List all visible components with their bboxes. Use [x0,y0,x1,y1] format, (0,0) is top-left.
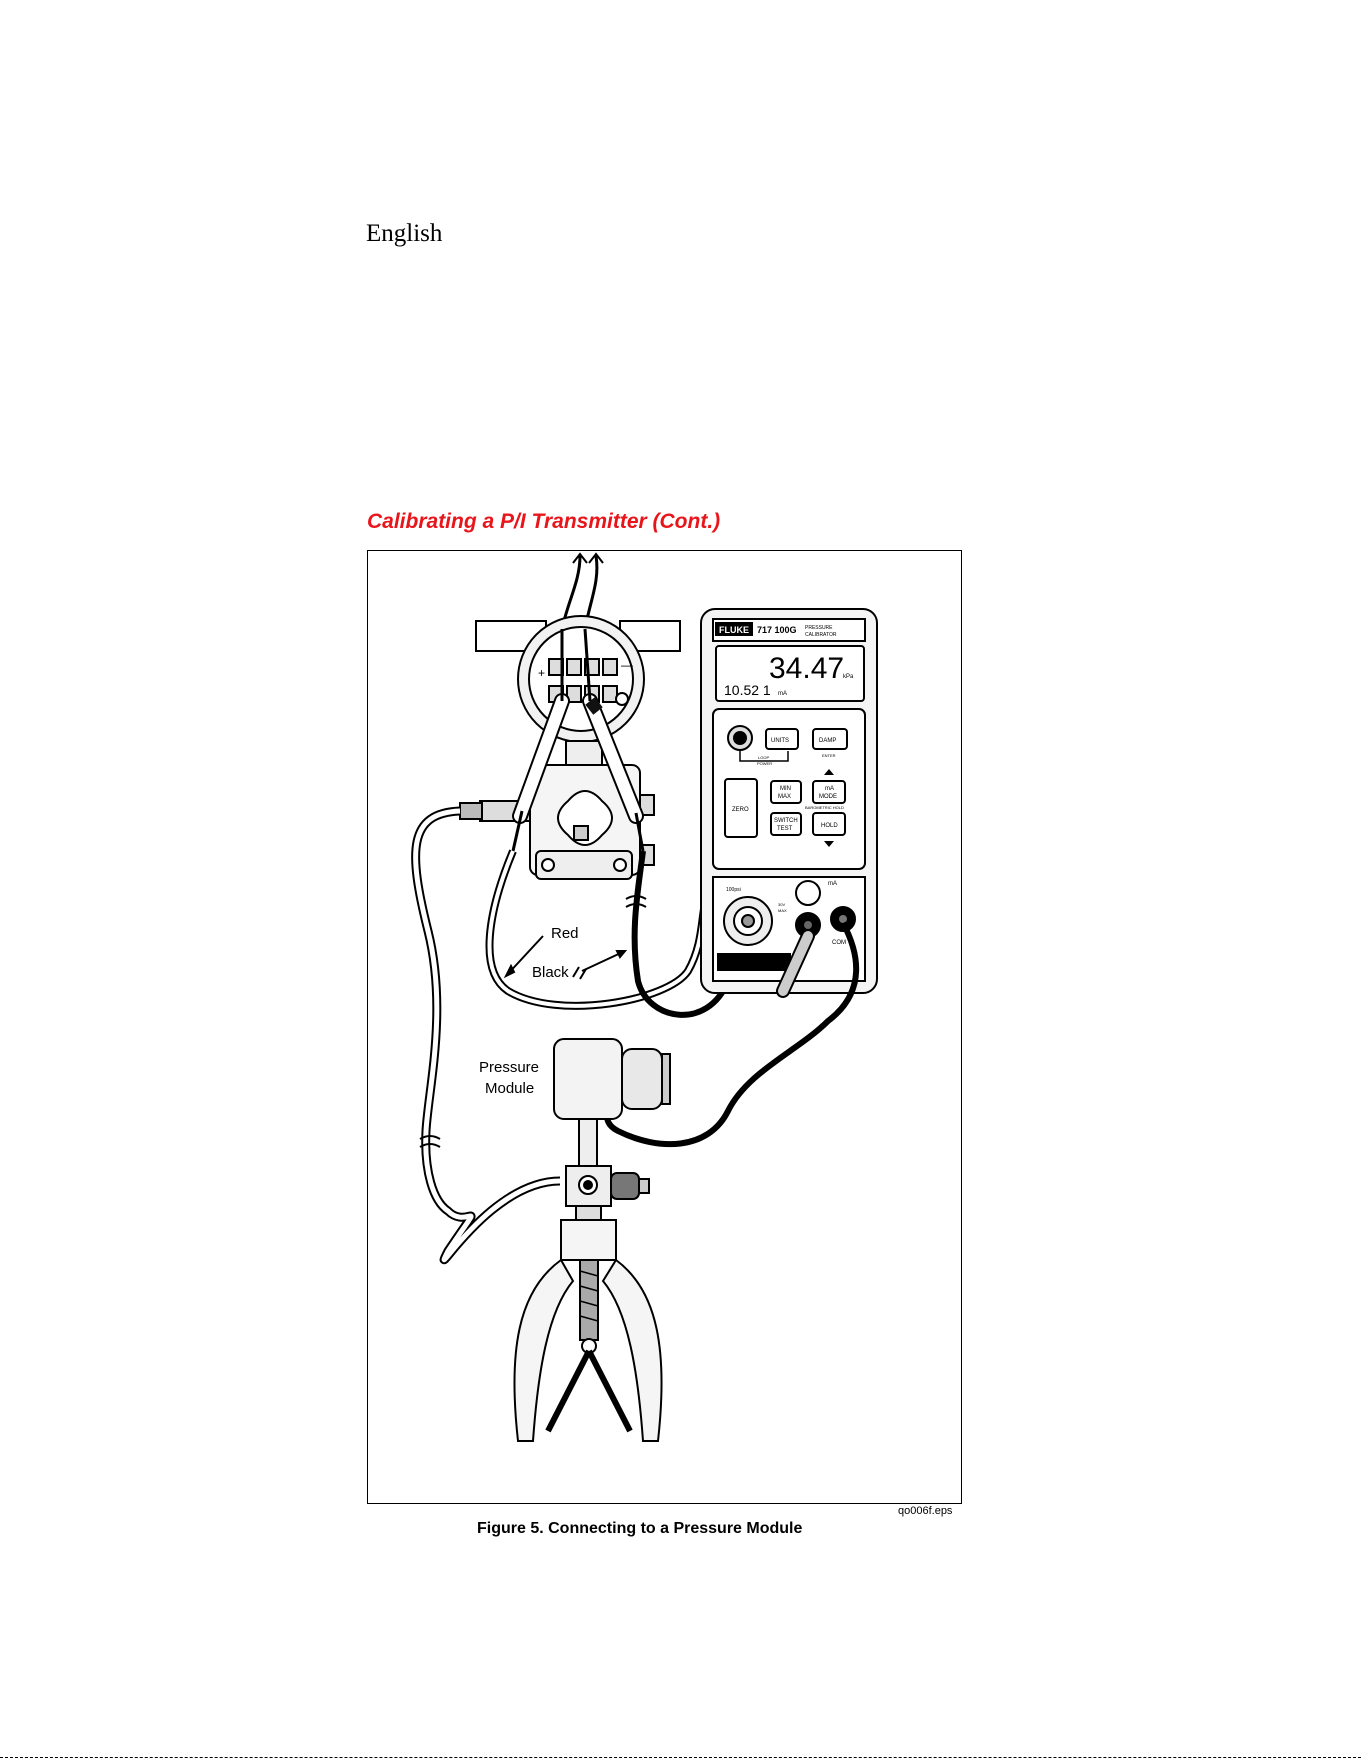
damp-label: DAMP [819,738,836,744]
svg-text:+: + [538,666,545,680]
lcd-sub-reading: 10.52 1 [724,682,771,698]
loop-power-line2: POWER [757,761,772,766]
hold-label: HOLD [821,823,838,829]
calibrator-desc-line2: CALIBRATOR [805,632,837,638]
max-label-line1: 30V [778,902,785,907]
page-bottom-rule [0,1757,1361,1758]
figure-file-reference: qo006f.eps [898,1505,952,1517]
switch-test-line2: TEST [777,826,793,832]
figure-caption: Figure 5. Connecting to a Pressure Modul… [477,1520,802,1538]
loop-power-line1: LOOP [758,755,769,760]
calibrator-desc-line1: PRESSURE [805,625,833,631]
min-max-line1: MIN [780,786,791,792]
lcd-sub-unit: mA [778,691,787,697]
ma-mode-line2: MODE [819,794,837,800]
zero-label: ZERO [732,807,749,813]
section-title: Calibrating a P/I Transmitter (Cont.) [367,510,720,534]
min-max-line2: MAX [778,794,791,800]
figure-connection-diagram: + — [367,550,962,1504]
black-lead-label: Black [532,964,569,981]
switch-test-line1: SWITCH [774,818,798,824]
units-label: UNITS [771,738,789,744]
pressure-module-label-line2: Module [485,1080,534,1097]
transmitter: + — [460,616,680,879]
barometric-label: BAROMETRIC HOLD [805,805,844,810]
calibrator-brand: FLUKE [719,625,749,635]
ma-jack [796,881,820,905]
enter-label: ENTER [822,753,836,758]
connection-diagram-svg: + — [368,551,963,1505]
lcd-main-reading: 34.47 [769,652,844,685]
pressure-module-label-line1: Pressure [479,1059,539,1076]
pressure-module [554,1039,670,1169]
calibrator-model: 717 100G [757,625,797,635]
ma-jack-label: mA [828,881,837,887]
max-label-line2: MAX [778,908,787,913]
hand-pump [514,1166,661,1441]
port-label: 100psi [726,887,741,893]
svg-text:—: — [621,658,633,672]
com-jack-label: COM [832,940,846,946]
language-label: English [366,220,442,248]
ma-mode-line1: mA [825,786,834,792]
red-lead-label: Red [551,925,579,942]
lcd-main-unit: kPa [843,674,854,680]
